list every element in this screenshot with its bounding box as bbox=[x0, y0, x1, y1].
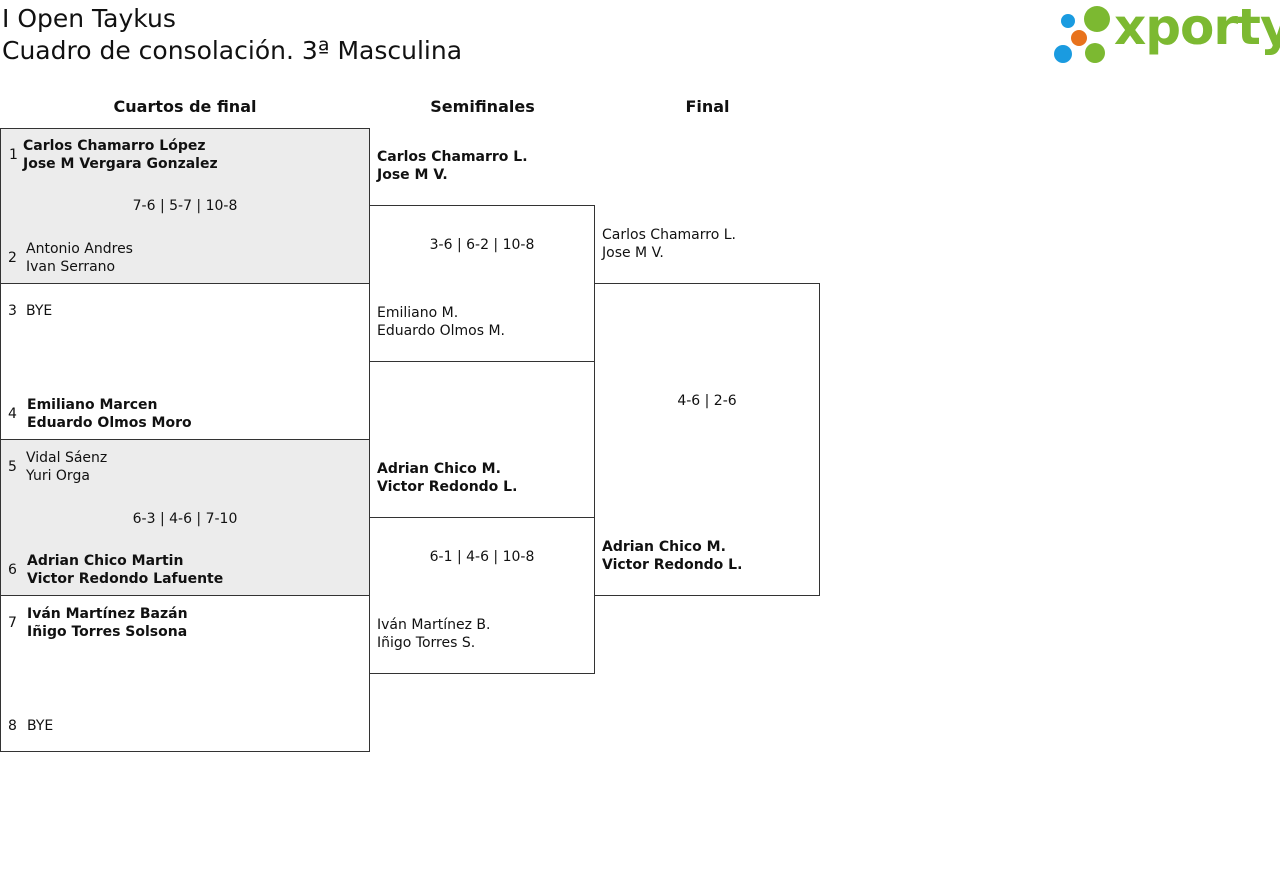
player-name: Ivan Serrano bbox=[26, 259, 116, 275]
tournament-title: I Open Taykus bbox=[2, 4, 176, 33]
semifinal-1-top-player: Jose M V. bbox=[377, 167, 448, 183]
round-header-semifinals: Semifinales bbox=[430, 97, 535, 116]
player-name: Eduardo Olmos M. bbox=[377, 323, 505, 339]
seed-number: 5 bbox=[8, 459, 17, 475]
quarterfinal-match-1[interactable]: 1 Carlos Chamarro López Jose M Vergara G… bbox=[0, 128, 370, 284]
semifinal-2-top-player: Victor Redondo L. bbox=[377, 479, 518, 495]
player-name: Emiliano M. bbox=[377, 305, 459, 321]
match-score: 6-3 | 4-6 | 7-10 bbox=[132, 511, 238, 527]
quarterfinal-match-4[interactable]: 7 Iván Martínez Bazán Iñigo Torres Solso… bbox=[0, 595, 370, 752]
player-name: Victor Redondo L. bbox=[602, 557, 743, 573]
player-name: Adrian Chico Martin bbox=[27, 553, 184, 569]
player-name: BYE bbox=[27, 718, 54, 734]
semifinal-match-2[interactable]: 6-1 | 4-6 | 10-8 Iván Martínez B. Iñigo … bbox=[369, 517, 595, 674]
match-score: 4-6 | 2-6 bbox=[677, 393, 737, 409]
logo-dots-icon bbox=[1054, 6, 1110, 63]
seed-number: 6 bbox=[8, 562, 17, 578]
player-name: Carlos Chamarro López bbox=[23, 138, 206, 154]
player-name: Victor Redondo Lafuente bbox=[27, 571, 224, 587]
player-name: Emiliano Marcen bbox=[27, 397, 158, 413]
player-name: Iván Martínez Bazán bbox=[27, 606, 188, 622]
match-score: 6-1 | 4-6 | 10-8 bbox=[429, 549, 535, 565]
player-name: Eduardo Olmos Moro bbox=[27, 415, 192, 431]
seed-number: 3 bbox=[8, 303, 17, 319]
player-name: BYE bbox=[26, 303, 53, 319]
round-header-quarterfinals: Cuartos de final bbox=[113, 97, 257, 116]
final-top-player: Jose M V. bbox=[602, 245, 664, 261]
final-match[interactable]: 4-6 | 2-6 Adrian Chico M. Victor Redondo… bbox=[594, 283, 820, 596]
xporty-logo[interactable]: xporty bbox=[1050, 0, 1280, 68]
seed-number: 1 bbox=[9, 147, 18, 163]
quarterfinal-match-3[interactable]: 5 Vidal Sáenz Yuri Orga 6-3 | 4-6 | 7-10… bbox=[0, 439, 370, 596]
logo-wordmark: xporty bbox=[1114, 0, 1280, 56]
quarterfinal-match-2[interactable]: 3 BYE 4 Emiliano Marcen Eduardo Olmos Mo… bbox=[0, 283, 370, 440]
round-header-final: Final bbox=[685, 97, 730, 116]
seed-number: 8 bbox=[8, 718, 17, 734]
player-name: Iñigo Torres S. bbox=[377, 635, 476, 651]
player-name: Iván Martínez B. bbox=[377, 617, 491, 633]
seed-number: 4 bbox=[8, 406, 17, 422]
draw-subtitle: Cuadro de consolación. 3ª Masculina bbox=[2, 36, 463, 65]
player-name: Iñigo Torres Solsona bbox=[27, 624, 188, 640]
match-score: 3-6 | 6-2 | 10-8 bbox=[429, 237, 535, 253]
player-name: Adrian Chico M. bbox=[602, 539, 726, 555]
match-score: 7-6 | 5-7 | 10-8 bbox=[132, 198, 238, 214]
player-name: Yuri Orga bbox=[26, 468, 90, 484]
player-name: Jose M Vergara Gonzalez bbox=[23, 156, 218, 172]
final-top-player: Carlos Chamarro L. bbox=[602, 227, 736, 243]
player-name: Antonio Andres bbox=[26, 241, 133, 257]
seed-number: 7 bbox=[8, 615, 17, 631]
player-name: Vidal Sáenz bbox=[26, 450, 108, 466]
semifinal-1-top-player: Carlos Chamarro L. bbox=[377, 149, 528, 165]
seed-number: 2 bbox=[8, 250, 17, 266]
semifinal-2-top-player: Adrian Chico M. bbox=[377, 461, 501, 477]
semifinal-match-1[interactable]: 3-6 | 6-2 | 10-8 Emiliano M. Eduardo Olm… bbox=[369, 205, 595, 362]
